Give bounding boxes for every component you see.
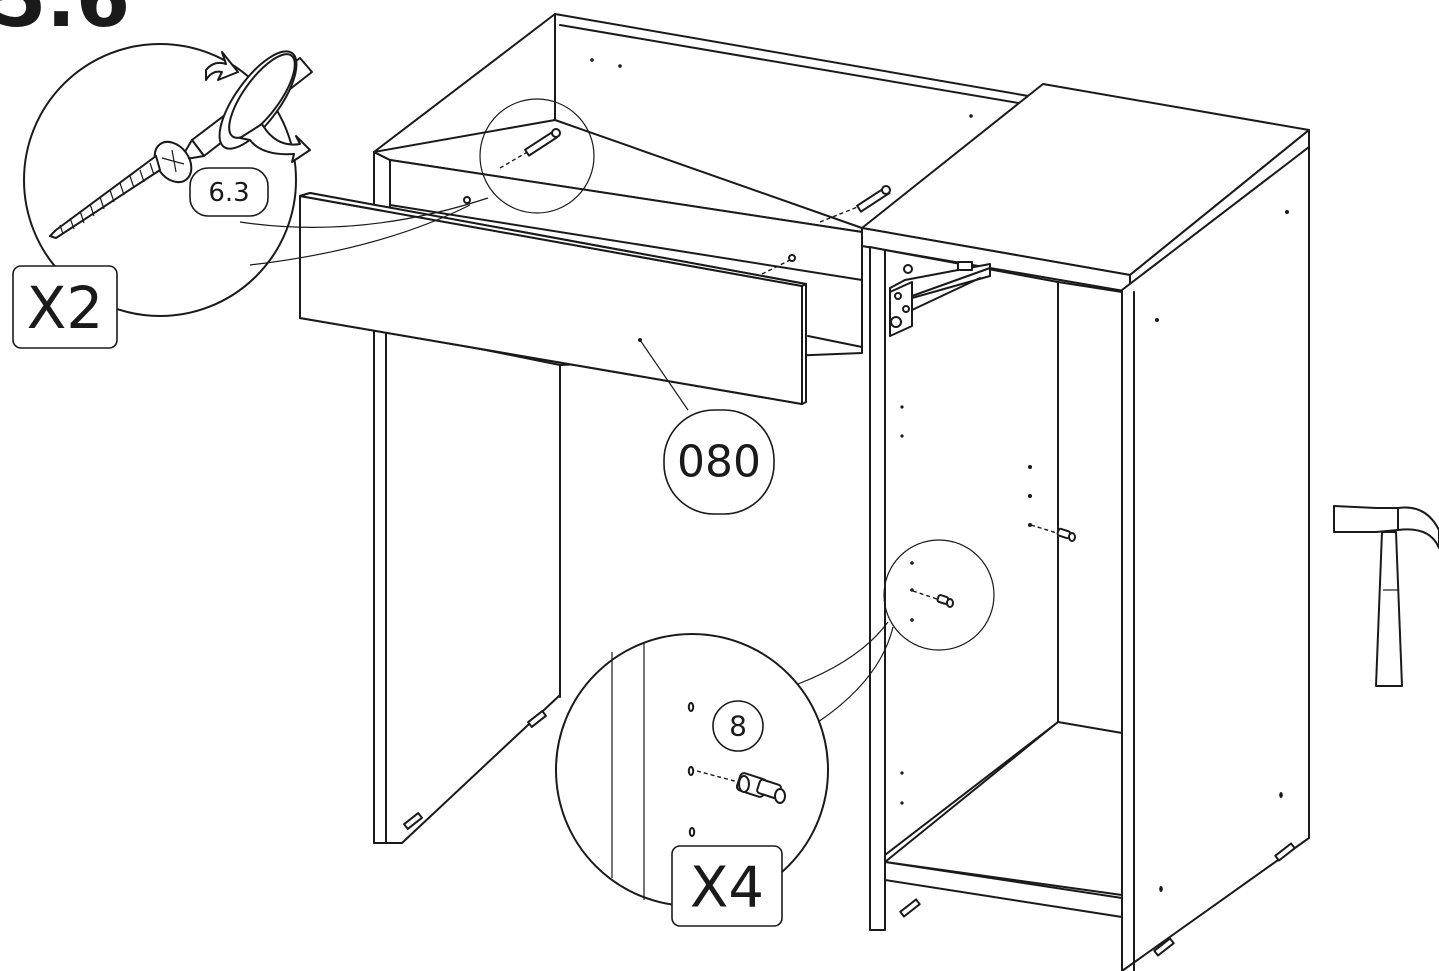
left-side-panel-face [385, 329, 561, 844]
part-tag [663, 409, 775, 515]
screw-size-label: 6.3 [208, 178, 249, 208]
cabinet-side-panel [1121, 146, 1310, 971]
hammer-icon [1333, 505, 1439, 687]
part-label: 080 [677, 437, 761, 488]
screw-zoom: 6.3 X2 [12, 43, 489, 349]
right-cabinet [861, 83, 1310, 971]
wooden-dowel [735, 772, 786, 804]
dowel-zoom [555, 539, 995, 907]
screwdriver-icon [179, 50, 313, 163]
screw-insert-top [463, 98, 891, 275]
step-number: 5.6 [0, 0, 130, 45]
drawer-front-080 [299, 192, 807, 411]
screw-icon [49, 140, 193, 239]
drawer-slide [889, 261, 991, 337]
screw-quantity-label: X2 [27, 274, 104, 342]
cabinet-bottom-shelf [884, 721, 1123, 896]
dowel-quantity-label: X4 [690, 856, 764, 921]
dowel-size-label: 8 [729, 710, 747, 743]
